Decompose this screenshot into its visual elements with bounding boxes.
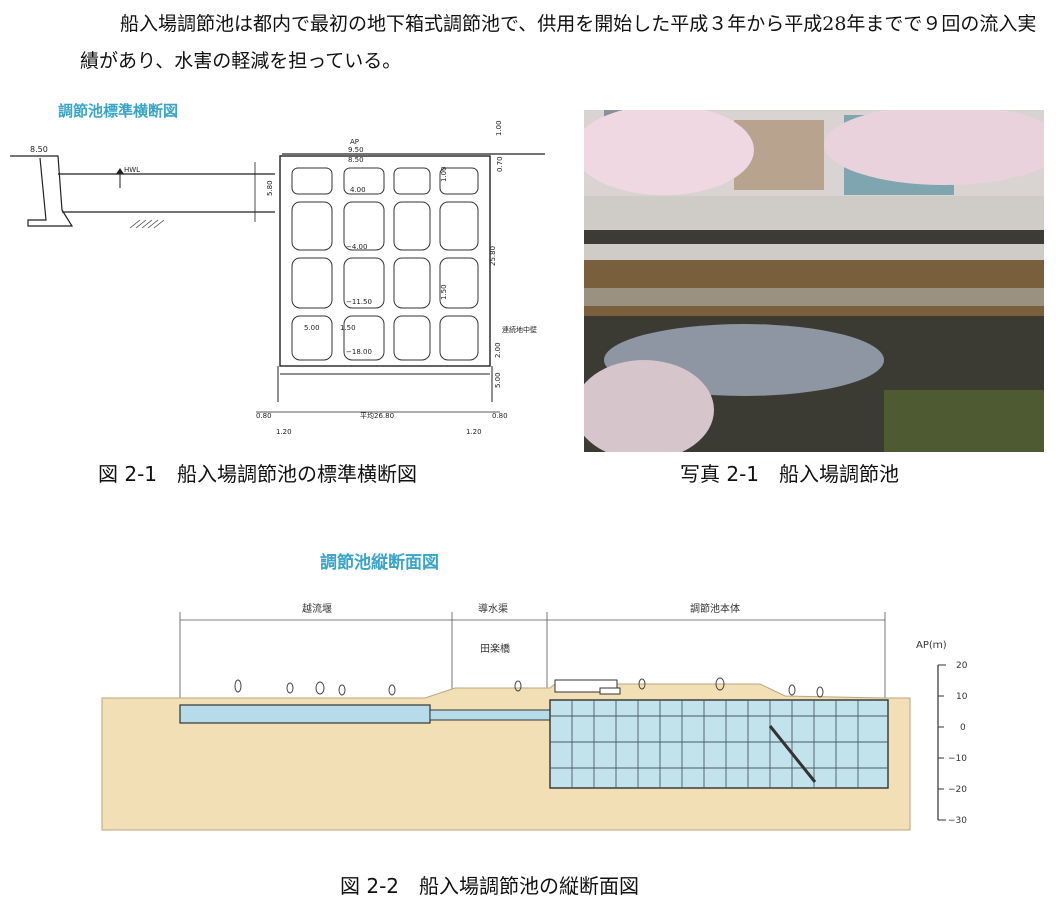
figure2-title: 調節池縦断面図 [320,552,439,573]
label-ap: AP [350,138,359,146]
axis-tick-m30: −30 [948,816,967,826]
bridge-label: 田楽橋 [480,642,510,655]
label-150a: 1.50 [340,324,356,332]
cross-section-figure: 調節池標準横断図 8.50 HWL 5.80 AP 9.50 8.50 4.00 [10,102,545,436]
left-embankment [10,155,275,227]
label-hwl: HWL [124,166,140,174]
section-overflow: 越流堰 [302,602,332,615]
figure2-caption: 図 2-2 船入場調節池の縦断面図 [340,874,640,898]
longitudinal-section-figure: 調節池縦断面図 越流堰 導水渠 調節池本体 田楽橋 [101,552,968,831]
body-paragraph: 船入場調節池は都内で最初の地下箱式調節池で、供用を開始した平成３年から平成28年… [80,13,1037,72]
label-200: 2.00 [494,342,502,358]
label-080-left: 0.80 [256,412,272,420]
section-body: 調節池本体 [690,602,740,615]
label-400: 4.00 [350,186,366,194]
intake-channel [429,709,551,721]
label-avg-width: 平均26.80 [360,411,394,420]
overflow-weir-channel [179,704,431,724]
box-cells [291,167,479,361]
section-channel: 導水渠 [478,602,508,615]
axis-tick-20: 20 [956,661,968,671]
label-120-left: 1.20 [276,428,292,436]
soil-hatch [129,219,165,229]
figure1-title: 調節池標準横断図 [58,102,178,120]
label-080-right: 0.80 [492,412,508,420]
label-m1800: −18.00 [346,348,372,356]
figure1-caption: 図 2-1 船入場調節池の標準横断図 [98,462,418,486]
axis-title: AP(ｍ) [916,640,947,651]
label-2580: 25.80 [489,246,497,266]
retention-box [549,699,889,789]
label-120-right: 1.20 [466,428,482,436]
label-100-inner: 1.00 [440,166,448,182]
label-m400: −4.00 [346,243,367,251]
label-wall: 連続地中壁 [502,325,537,334]
label-100-top: 1.00 [495,120,503,136]
label-m1150: −11.50 [346,298,372,306]
label-500-right: 5.00 [494,372,502,388]
photo-caption: 写真 2-1 船入場調節池 [680,462,900,486]
label-580: 5.80 [266,180,274,196]
label-950: 9.50 [348,146,364,154]
axis-tick-m10: −10 [948,754,967,764]
photo-retention-pond [584,110,1044,452]
label-500: 5.00 [304,324,320,332]
axis-tick-m20: −20 [948,785,967,795]
label-070: 0.70 [496,156,504,172]
axis-tick-10: 10 [956,692,968,702]
label-150b: 1.50 [440,284,448,300]
label-850-left: 8.50 [30,145,48,154]
axis-tick-0: 0 [960,723,966,733]
label-850-top: 8.50 [348,156,364,164]
